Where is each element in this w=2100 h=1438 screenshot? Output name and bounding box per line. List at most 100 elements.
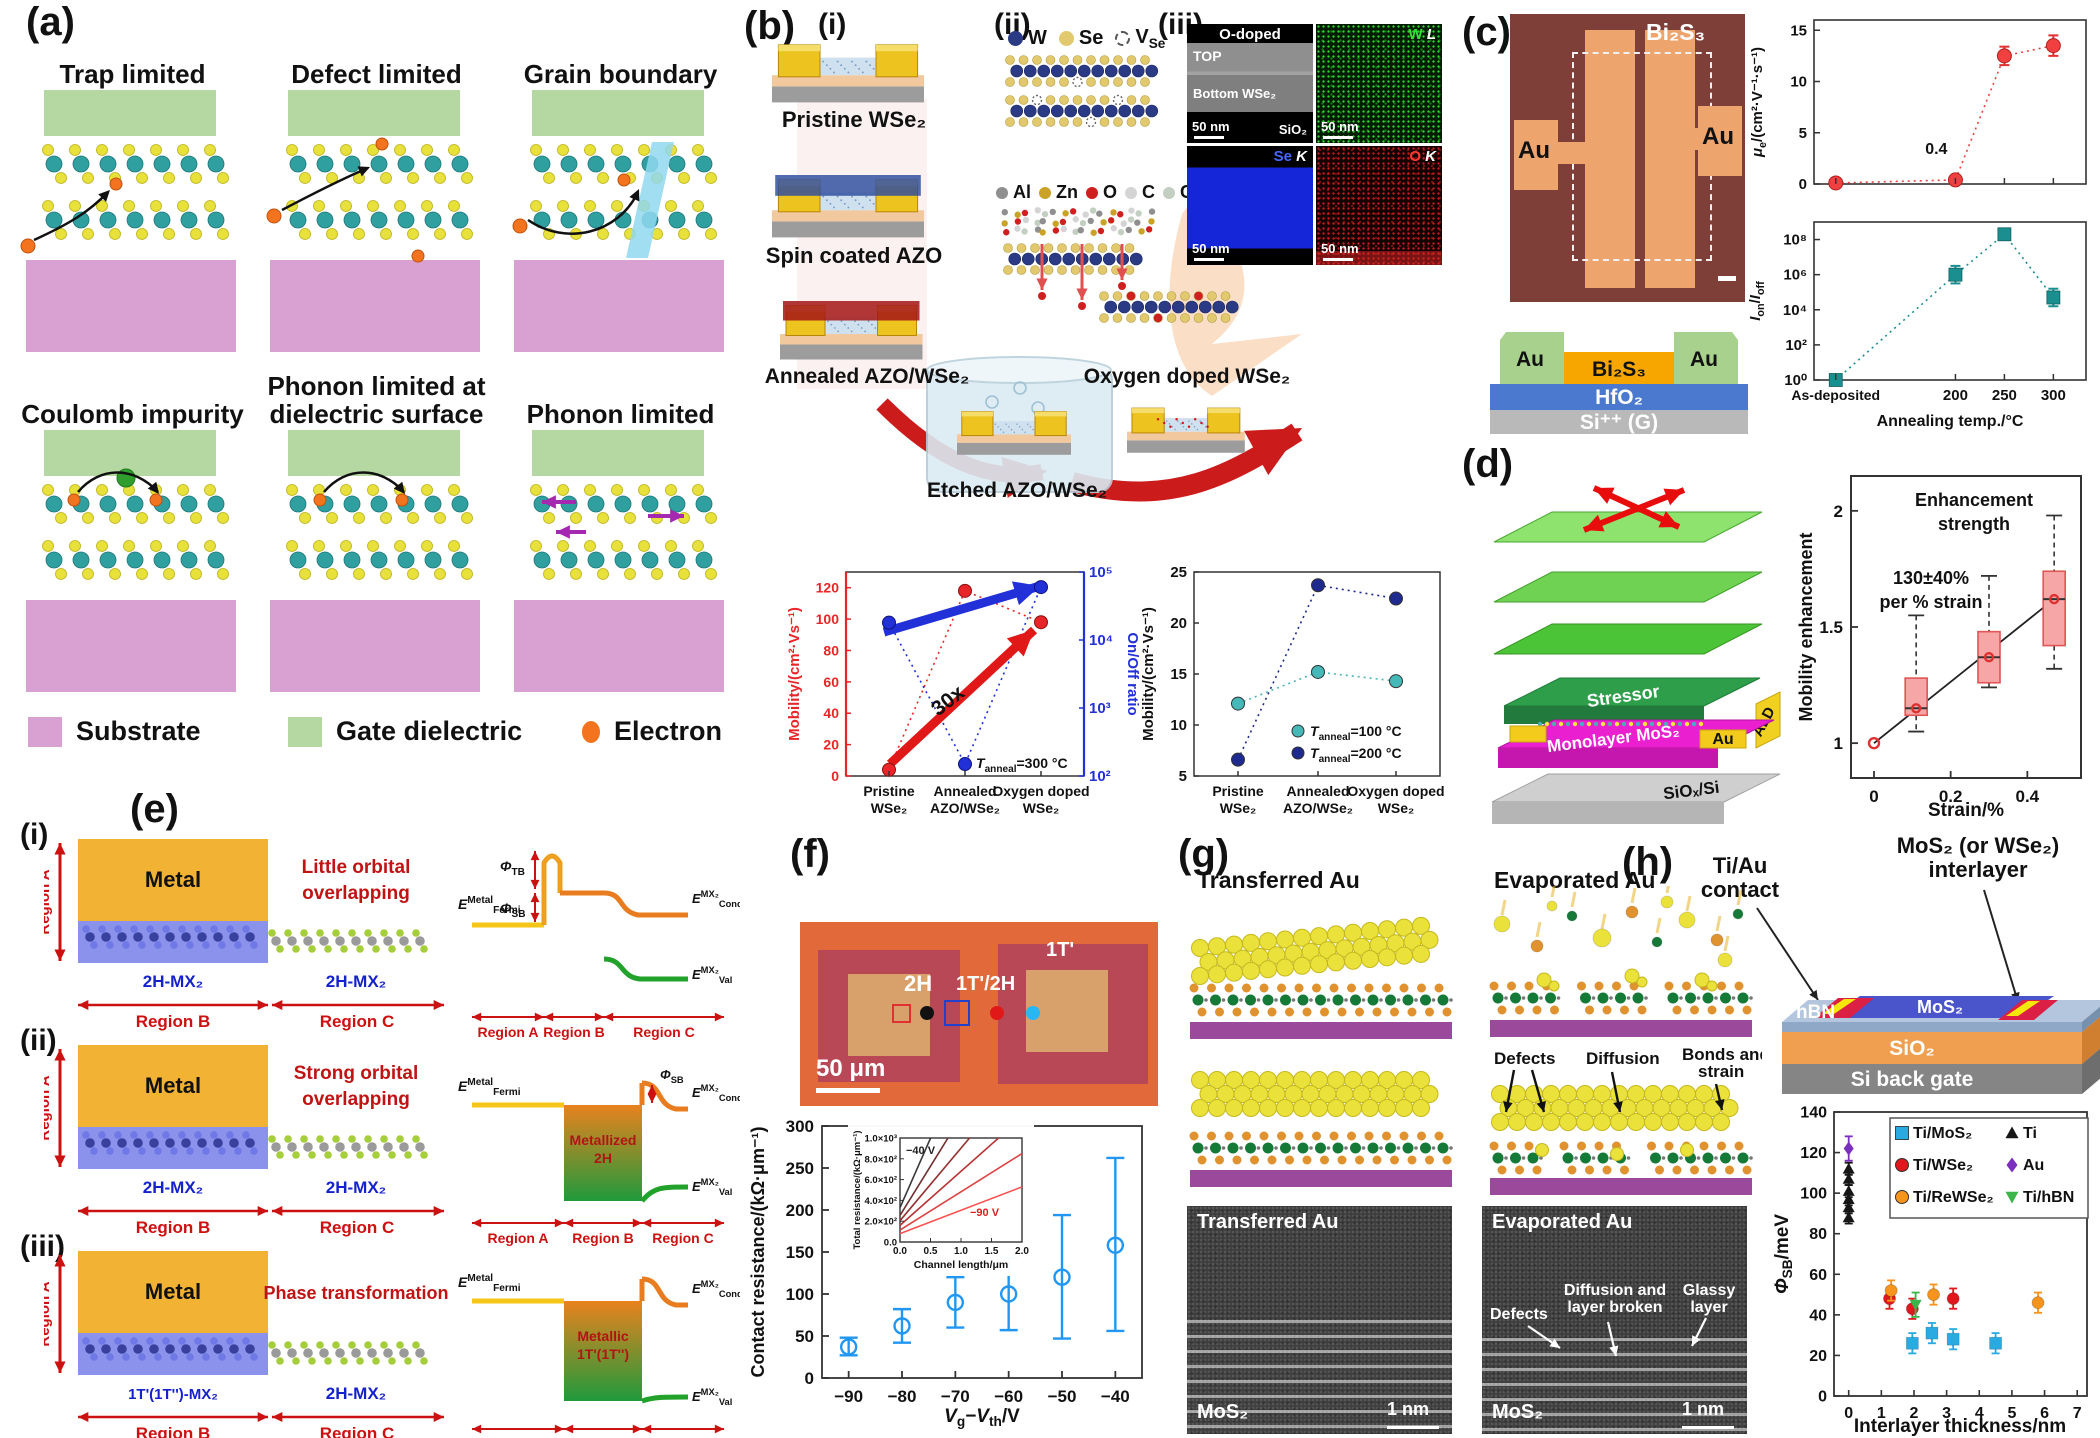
- panel-c-letter: (c): [1462, 10, 1511, 54]
- svg-text:50: 50: [795, 1327, 814, 1346]
- panel-a-letter: (a): [26, 0, 75, 44]
- tem-arrows: [1527, 1317, 1707, 1357]
- substrate-swatch: [28, 716, 62, 747]
- transferred-au-title: Transferred Au: [1197, 867, 1360, 893]
- svg-text:Ti/WSe₂: Ti/WSe₂: [1913, 1157, 1973, 1174]
- optical-region: [1026, 1006, 1040, 1020]
- svg-text:Ti/hBN: Ti/hBN: [2023, 1189, 2074, 1206]
- panel-g: (g) Transferred Au Evaporated Au Defects…: [1162, 832, 1812, 1438]
- svg-text:Bonds and: Bonds and: [1682, 1046, 1762, 1064]
- mobility-onoff-chart: 02040608010012010²10³10⁴10⁵30xTanneal=30…: [786, 564, 1139, 816]
- svg-text:Ion/Ioff: Ion/Ioff: [1747, 281, 1767, 321]
- svg-text:10⁵: 10⁵: [1089, 564, 1113, 581]
- svg-text:0.5: 0.5: [924, 1246, 938, 1257]
- svg-text:μe/(cm²·V⁻¹·s⁻¹): μe/(cm²·V⁻¹·s⁻¹): [1749, 47, 1769, 158]
- mechanism-cell-grain: Grain boundary: [502, 32, 739, 365]
- svg-text:1: 1: [1834, 734, 1843, 753]
- optical-feature: [1585, 30, 1635, 288]
- optical-feature: [1558, 142, 1585, 164]
- optical-feature: [1698, 106, 1742, 176]
- svg-text:Strong orbital: Strong orbital: [294, 1063, 419, 1084]
- au-label-left: Au: [1518, 137, 1550, 164]
- svg-text:Region A: Region A: [44, 1281, 53, 1346]
- tem-material: MoS₂: [1197, 1401, 1249, 1423]
- svg-text:Au: Au: [1712, 731, 1733, 748]
- svg-text:Region B: Region B: [136, 1424, 211, 1438]
- device-label-etched: Etched AZO/WSe₂: [926, 479, 1108, 502]
- svg-text:hBN: hBN: [1796, 1002, 1835, 1023]
- mechanism-title: Grain boundary: [523, 58, 718, 89]
- mechanism-title: Trap limited: [59, 58, 206, 89]
- svg-text:overlapping: overlapping: [302, 1089, 410, 1110]
- svg-text:Si back gate: Si back gate: [1851, 1068, 1974, 1091]
- svg-text:Au: Au: [1690, 348, 1718, 371]
- svg-text:Region B: Region B: [543, 1024, 604, 1040]
- svg-text:Region C: Region C: [320, 1424, 395, 1438]
- atom-legend-item: Se: [1058, 27, 1103, 50]
- svg-text:Region A: Region A: [488, 1436, 549, 1438]
- svg-text:Enhancement: Enhancement: [1915, 490, 2033, 510]
- tem-scale: 1 nm: [1387, 1399, 1430, 1419]
- svg-text:Si⁺⁺ (G): Si⁺⁺ (G): [1580, 411, 1658, 434]
- mechanism-art: [514, 430, 724, 692]
- phase-1t: 1T': [1046, 939, 1075, 961]
- svg-text:1.0: 1.0: [954, 1246, 968, 1257]
- optical-region: [920, 1006, 934, 1020]
- svg-text:0.0: 0.0: [884, 1238, 897, 1249]
- svg-text:10: 10: [1790, 74, 1807, 91]
- au-label-right: Au: [1702, 123, 1734, 150]
- device-label-annealed: Annealed AZO/WSe₂: [764, 365, 970, 388]
- svg-text:10⁴: 10⁴: [1783, 302, 1807, 319]
- svg-text:Annealing temp./°C: Annealing temp./°C: [1877, 413, 2024, 430]
- svg-text:1.5: 1.5: [985, 1246, 999, 1257]
- svg-text:2H-MX₂: 2H-MX₂: [326, 1384, 386, 1403]
- device-label-pristine: Pristine WSe₂: [781, 107, 927, 132]
- svg-text:EMetalFermi: EMetalFermi: [458, 1273, 521, 1294]
- svg-text:6.0×10²: 6.0×10²: [865, 1175, 898, 1186]
- svg-text:Region C: Region C: [320, 1012, 395, 1031]
- panel-h-letter: (h): [1622, 840, 1674, 884]
- svg-text:EMetalFermi: EMetalFermi: [458, 1077, 521, 1098]
- svg-text:Region A: Region A: [44, 1075, 53, 1140]
- svg-text:MoS₂: MoS₂: [1917, 997, 1963, 1017]
- atom-swatch: [1163, 186, 1176, 199]
- row-sub-label: (i): [20, 818, 49, 851]
- eds-scale: 50 nm: [1321, 119, 1359, 134]
- svg-text:250: 250: [786, 1159, 814, 1178]
- svg-text:10⁶: 10⁶: [1783, 267, 1807, 284]
- svg-text:1T'(1T'')-MX₂: 1T'(1T'')-MX₂: [128, 1386, 218, 1403]
- svg-text:strain: strain: [1698, 1062, 1744, 1081]
- svg-text:Region B: Region B: [136, 1012, 211, 1031]
- transferred-au-schematic-1: [1189, 916, 1453, 1039]
- optical-feature: [1514, 120, 1558, 190]
- eds-scale: 50 nm: [1321, 241, 1359, 256]
- svg-text:40: 40: [823, 705, 839, 721]
- device-label-azo: Spin coated AZO: [765, 243, 943, 268]
- mechanism-art: [26, 430, 236, 692]
- svg-text:Region C: Region C: [633, 1024, 694, 1040]
- svg-text:Ti/MoS₂: Ti/MoS₂: [1913, 1125, 1972, 1142]
- svg-text:20: 20: [823, 737, 839, 753]
- eds-scalebar: [1194, 136, 1224, 139]
- svg-text:0: 0: [1844, 1405, 1853, 1422]
- svg-text:150: 150: [786, 1243, 814, 1262]
- optical-region: [816, 1088, 880, 1093]
- svg-text:140: 140: [1800, 1105, 1827, 1122]
- svg-text:300: 300: [2041, 387, 2066, 404]
- svg-text:Oxygen doped: Oxygen doped: [1347, 783, 1444, 799]
- svg-text:0: 0: [1799, 176, 1807, 193]
- svg-text:Tanneal=100 °C: Tanneal=100 °C: [1310, 723, 1402, 743]
- tem-material: MoS₂: [1492, 1401, 1544, 1423]
- svg-text:EMX₂Cond: EMX₂Cond: [692, 1083, 740, 1103]
- svg-text:Region A: Region A: [44, 869, 53, 934]
- svg-text:Region B: Region B: [572, 1230, 633, 1246]
- svg-text:Pristine: Pristine: [1212, 783, 1264, 799]
- tem-title: Transferred Au: [1197, 1211, 1339, 1233]
